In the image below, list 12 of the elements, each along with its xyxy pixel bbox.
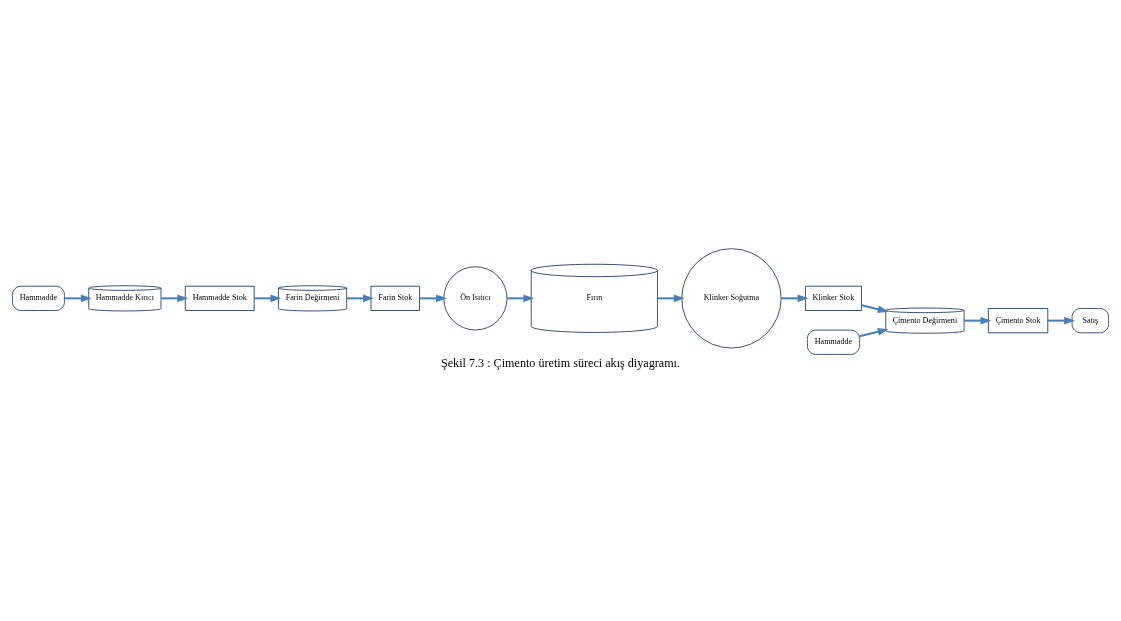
arrow (64, 294, 92, 302)
arrow (859, 327, 889, 337)
caption: Şekil 7.3 : Çimento üretim süreci akış diyagramı. (440, 355, 681, 370)
arrow (964, 316, 992, 324)
arrow (1047, 316, 1075, 324)
arrow (161, 294, 189, 302)
arrow (346, 294, 374, 302)
arrow (254, 294, 282, 302)
arrow (506, 294, 535, 302)
arrow (419, 294, 447, 302)
arrow (781, 294, 809, 302)
arrow (657, 294, 685, 302)
